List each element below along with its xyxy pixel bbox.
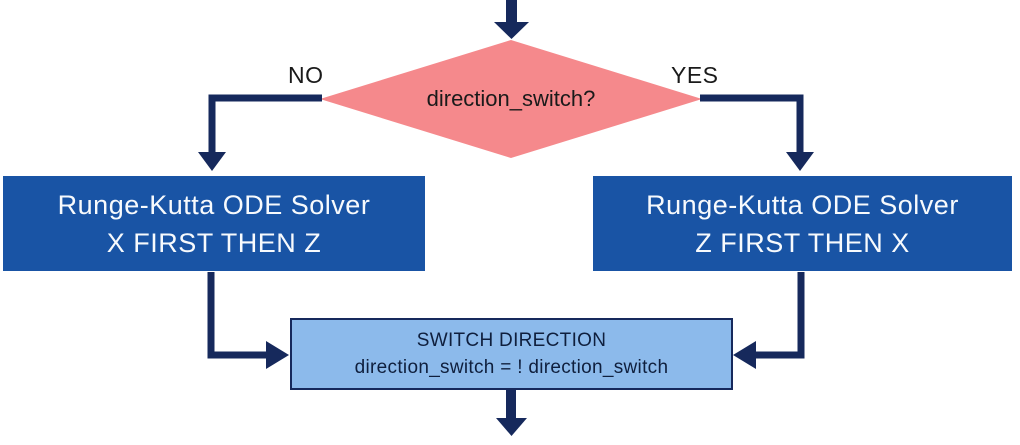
flow-arrow-right-to-switch bbox=[733, 272, 805, 369]
flow-arrow-yes-branch bbox=[700, 94, 814, 171]
process-box-z-first-then-x: Runge-Kutta ODE Solver Z FIRST THEN X bbox=[593, 176, 1012, 271]
process-box-line2: Z FIRST THEN X bbox=[695, 227, 910, 258]
process-box-line1: Runge-Kutta ODE Solver bbox=[646, 189, 959, 220]
decision-label: direction_switch? bbox=[426, 86, 596, 111]
switch-box-title: SWITCH DIRECTION bbox=[416, 330, 607, 351]
flow-arrow-out-of-switch bbox=[496, 390, 527, 436]
switch-direction-box: SWITCH DIRECTION direction_switch = ! di… bbox=[290, 318, 733, 390]
flow-arrow-left-to-switch bbox=[207, 272, 289, 369]
decision-yes-label: YES bbox=[671, 62, 719, 88]
decision-diamond bbox=[320, 40, 702, 158]
process-box-line1: Runge-Kutta ODE Solver bbox=[57, 189, 371, 220]
switch-box-expression: direction_switch = ! direction_switch bbox=[354, 357, 669, 378]
decision-no-label: NO bbox=[288, 62, 324, 88]
process-box-x-first-then-z: Runge-Kutta ODE Solver X FIRST THEN Z bbox=[3, 176, 425, 271]
flow-arrow-into-decision bbox=[494, 0, 529, 39]
process-box-line2: X FIRST THEN Z bbox=[106, 227, 322, 258]
flow-arrow-no-branch bbox=[198, 94, 322, 171]
